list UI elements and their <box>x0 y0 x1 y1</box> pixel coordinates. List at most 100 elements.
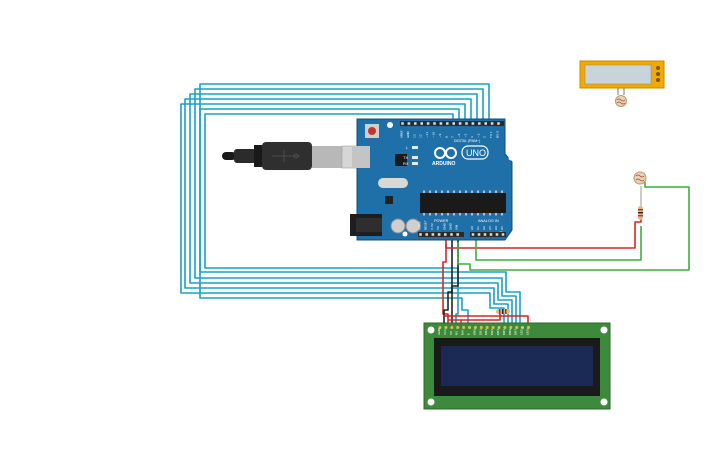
digital-pins-label: 7 <box>451 136 455 138</box>
digital-pins-pin[interactable] <box>458 122 462 125</box>
wire-green-ldr[interactable] <box>475 226 642 261</box>
digital-pins-pin[interactable] <box>478 122 481 125</box>
chip-leg <box>495 213 497 216</box>
digital-pins-pin[interactable] <box>452 122 455 125</box>
lcd-pin[interactable] <box>509 326 513 329</box>
board-brand: ARDUINO <box>432 161 455 167</box>
power-pins-pin[interactable] <box>419 233 422 236</box>
chip-leg <box>441 190 443 193</box>
lcd-pin-label: RS <box>455 331 459 335</box>
wire-blue-7[interactable] <box>204 113 459 326</box>
power-pins-label: VIN <box>455 225 459 230</box>
digital-pins-label: 8 <box>444 136 448 138</box>
lcd-pin[interactable] <box>456 326 460 329</box>
digital-pins-pin[interactable] <box>484 122 487 125</box>
wire-blue-1[interactable] <box>199 83 521 326</box>
wire-blue-2[interactable] <box>194 88 517 326</box>
power-pins-pin[interactable] <box>425 233 428 236</box>
power-pins-pin[interactable] <box>450 233 453 236</box>
lcd-pin-label: GND <box>437 327 441 335</box>
lcd-pin[interactable] <box>473 326 477 329</box>
lcd-pin[interactable] <box>497 326 501 329</box>
wire-blue-6[interactable] <box>199 108 469 326</box>
wire-green-ldr-gnd[interactable] <box>457 182 690 271</box>
chip-leg <box>447 190 449 193</box>
analog-pins-pin[interactable] <box>483 233 487 236</box>
chip-leg <box>423 190 425 193</box>
digital-pins-pin[interactable] <box>414 122 417 125</box>
lcd-pin[interactable] <box>479 326 483 329</box>
power-pins-pin[interactable] <box>444 233 447 236</box>
wire-red-ldr[interactable] <box>445 216 642 249</box>
power-pins-label: GND <box>449 222 453 230</box>
lcd-pin[interactable] <box>468 326 471 329</box>
lcd-pin-label: E <box>467 333 471 335</box>
analog-pins-pin[interactable] <box>495 233 499 236</box>
digital-pins-label: ~9 <box>438 133 442 138</box>
lcd-pin[interactable] <box>521 326 525 329</box>
digital-pins-pin[interactable] <box>497 122 500 125</box>
lcd-pin-label: DB7 <box>514 329 518 335</box>
power-pins-pin[interactable] <box>437 233 441 236</box>
digital-pins-label: ~6 <box>457 133 461 138</box>
digital-pins-label: AREF <box>400 130 404 138</box>
lcd-pin[interactable] <box>462 326 466 329</box>
wire-blue-4[interactable] <box>184 98 509 326</box>
chip-leg <box>453 213 455 216</box>
wire-black-gnd[interactable] <box>443 238 453 326</box>
digital-pins-pin[interactable] <box>401 122 404 125</box>
wire-blue-3[interactable] <box>189 93 513 326</box>
lcd-pin-label: DB6 <box>508 329 512 335</box>
digital-pins-label: RX 0 <box>496 131 500 138</box>
chip-leg <box>501 213 503 216</box>
digital-pins-pin[interactable] <box>471 122 475 125</box>
lcd-pin-label: LED- <box>526 328 530 335</box>
lcd-pin[interactable] <box>491 326 495 329</box>
lcd-pin[interactable] <box>438 326 442 329</box>
led-label-l: L <box>406 145 409 150</box>
analog-pins-pin[interactable] <box>489 233 493 236</box>
digital-pins-pin[interactable] <box>426 122 430 125</box>
lcd-pin-label: DB0 <box>472 329 476 335</box>
header-analog: ANALOG IN <box>478 219 499 223</box>
digital-pins-pin[interactable] <box>433 122 436 125</box>
lcd-pin[interactable] <box>444 326 448 329</box>
lcd-pin[interactable] <box>527 326 530 329</box>
lcd-pin-label: DB1 <box>478 329 482 335</box>
chip-leg <box>459 213 461 216</box>
photoresistor-circuit[interactable] <box>633 171 647 220</box>
header-power: POWER <box>434 219 449 223</box>
resistor-icon <box>638 206 643 220</box>
wire-blue-5[interactable] <box>180 103 505 326</box>
power-pins-pin[interactable] <box>431 233 435 236</box>
digital-pins-label: 12 <box>419 134 423 138</box>
analog-pins-label: A5 <box>500 226 504 230</box>
digital-pins-label: 13 <box>412 134 416 138</box>
lcd-pin-label: DB2 <box>484 329 488 335</box>
chip-leg <box>435 190 437 193</box>
lcd-pin[interactable] <box>450 326 454 329</box>
resistor-lcd[interactable] <box>496 309 510 314</box>
digital-pins-pin[interactable] <box>465 122 468 125</box>
wire-red-contrast[interactable] <box>448 312 501 321</box>
analog-pins-pin[interactable] <box>471 233 475 236</box>
analog-pins-pin[interactable] <box>501 233 505 236</box>
lcd-pin[interactable] <box>515 326 519 329</box>
usb-cable-icon[interactable] <box>222 142 371 170</box>
digital-pins-pin[interactable] <box>407 122 411 125</box>
lcd-pin[interactable] <box>503 326 507 329</box>
digital-pins-pin[interactable] <box>420 122 423 125</box>
display-sensor[interactable] <box>579 60 665 107</box>
power-pins-pin[interactable] <box>456 233 459 236</box>
digital-pins-pin[interactable] <box>446 122 449 125</box>
digital-pins-pin[interactable] <box>490 122 494 125</box>
analog-pins-label: A2 <box>482 226 486 230</box>
led-label-rx: RX <box>403 161 409 166</box>
analog-pins-pin[interactable] <box>477 233 481 236</box>
wire-black-gnd-2[interactable] <box>451 238 459 326</box>
digital-pins-pin[interactable] <box>439 122 443 125</box>
lcd-pin[interactable] <box>485 326 489 329</box>
